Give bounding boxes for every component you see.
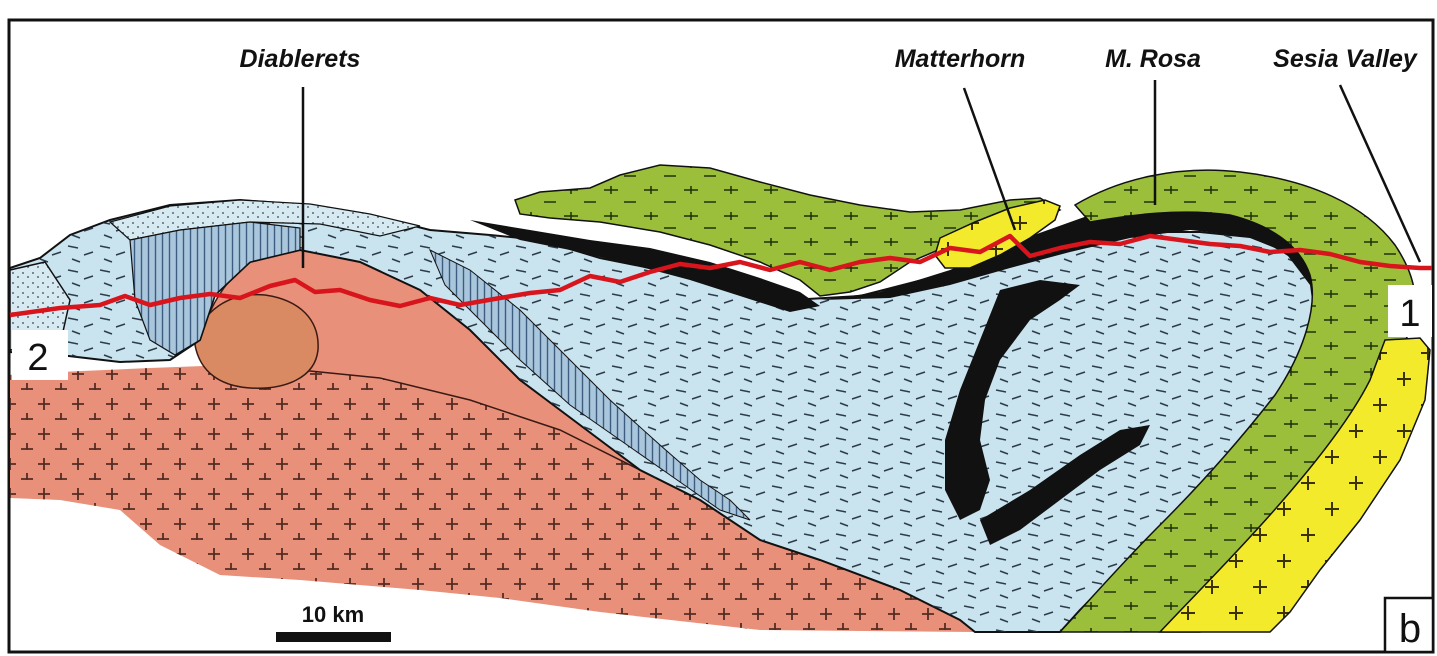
endpoint-right-label: 1 [1399,293,1420,335]
endpoint-left-label: 2 [27,337,48,379]
scale-bar [276,632,391,642]
label-diablerets: Diablerets [240,45,361,73]
scale-bar-label: 10 km [302,602,364,627]
panel-label: b [1399,607,1421,651]
label-m-rosa: M. Rosa [1105,45,1201,73]
label-sesia-valley: Sesia Valley [1273,45,1418,73]
label-matterhorn: Matterhorn [895,45,1026,73]
